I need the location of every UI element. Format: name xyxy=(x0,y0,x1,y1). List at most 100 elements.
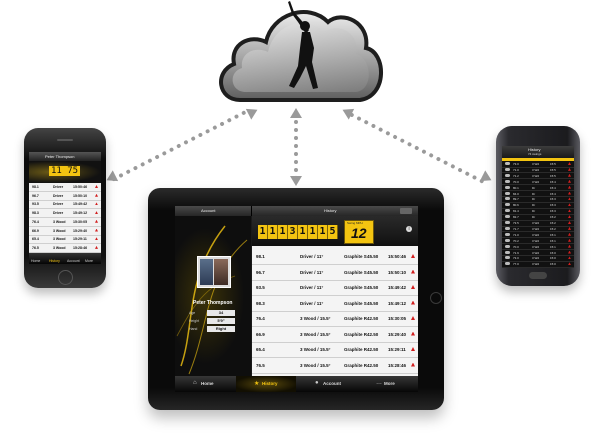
ball-value: 45.50 xyxy=(367,300,379,306)
flag-icon[interactable] xyxy=(568,256,571,260)
cloud-icon xyxy=(505,203,510,207)
flag-icon[interactable] xyxy=(568,209,571,213)
flag-icon[interactable] xyxy=(411,316,415,320)
flag-icon[interactable] xyxy=(411,285,415,289)
swing-time: 15:3 xyxy=(550,203,556,208)
flag-icon[interactable] xyxy=(568,262,571,266)
cloud-icon xyxy=(505,232,510,236)
flag-icon[interactable] xyxy=(95,193,98,197)
tab-more[interactable]: …More xyxy=(358,376,418,392)
iphone-tab-history[interactable]: History xyxy=(49,259,60,263)
tab-home[interactable]: ⌂Home xyxy=(175,376,235,392)
flag-icon[interactable] xyxy=(568,185,571,189)
flag-icon[interactable] xyxy=(568,173,571,177)
flag-icon[interactable] xyxy=(568,179,571,183)
flag-icon[interactable] xyxy=(568,203,571,207)
swing-time: 15:0 xyxy=(550,262,556,267)
flag-icon[interactable] xyxy=(411,331,415,336)
flag-icon[interactable] xyxy=(95,202,98,206)
flag-icon[interactable] xyxy=(95,211,98,215)
cloud-icon xyxy=(505,215,510,219)
flag-icon[interactable] xyxy=(568,162,571,165)
iphone-home-button[interactable] xyxy=(58,270,73,285)
flag-icon[interactable] xyxy=(411,362,415,367)
cloud-icon xyxy=(505,238,510,242)
flag-icon[interactable] xyxy=(568,244,571,248)
club-name: 3 Wd xyxy=(532,167,540,172)
ipad-home-button[interactable] xyxy=(430,292,442,304)
flag-icon[interactable] xyxy=(95,245,98,249)
cloud-icon xyxy=(219,1,383,102)
info-icon[interactable]: i xyxy=(406,226,412,232)
edit-button[interactable] xyxy=(400,208,412,214)
flag-icon[interactable] xyxy=(411,347,415,351)
android-home-button[interactable] xyxy=(529,272,547,279)
tab-account[interactable]: ●Account xyxy=(297,376,357,392)
flag-icon[interactable] xyxy=(568,221,571,224)
iphone-tab-home[interactable]: Home xyxy=(31,259,41,263)
flag-icon[interactable] xyxy=(95,228,98,232)
swing-mph: 96.7 xyxy=(256,269,265,275)
flag-icon[interactable] xyxy=(411,254,415,258)
swing-mph: 65.4 xyxy=(32,237,39,242)
flag-icon[interactable] xyxy=(411,300,415,305)
cloud-icon xyxy=(505,173,510,177)
club-name: 3 Wd xyxy=(532,232,540,237)
android-title-bar: History 74 swings xyxy=(502,146,574,158)
iphone-tab-more[interactable]: More xyxy=(85,259,93,263)
flag-icon[interactable] xyxy=(568,238,571,242)
iphone-tab-account[interactable]: Account xyxy=(67,259,80,263)
flag-icon[interactable] xyxy=(568,232,571,236)
swing-time: 15:2 xyxy=(550,226,556,231)
flag-icon[interactable] xyxy=(568,191,571,195)
flag-icon[interactable] xyxy=(95,219,98,223)
flag-icon[interactable] xyxy=(568,226,571,230)
swing-mph: 98.3 xyxy=(256,300,265,306)
flag-icon[interactable] xyxy=(411,269,415,274)
tab-history[interactable]: ★History xyxy=(236,376,296,392)
flag-icon[interactable] xyxy=(95,237,98,241)
club-name: 3 Wd xyxy=(532,262,540,267)
cloud-icon xyxy=(505,179,510,183)
flag-icon[interactable] xyxy=(568,215,571,219)
flag-icon[interactable] xyxy=(568,197,571,201)
flag-icon[interactable] xyxy=(568,250,571,254)
flag-icon[interactable] xyxy=(95,185,98,188)
iphone-tab-bar: Home History Account More xyxy=(29,253,101,264)
flag-icon[interactable] xyxy=(568,167,571,171)
